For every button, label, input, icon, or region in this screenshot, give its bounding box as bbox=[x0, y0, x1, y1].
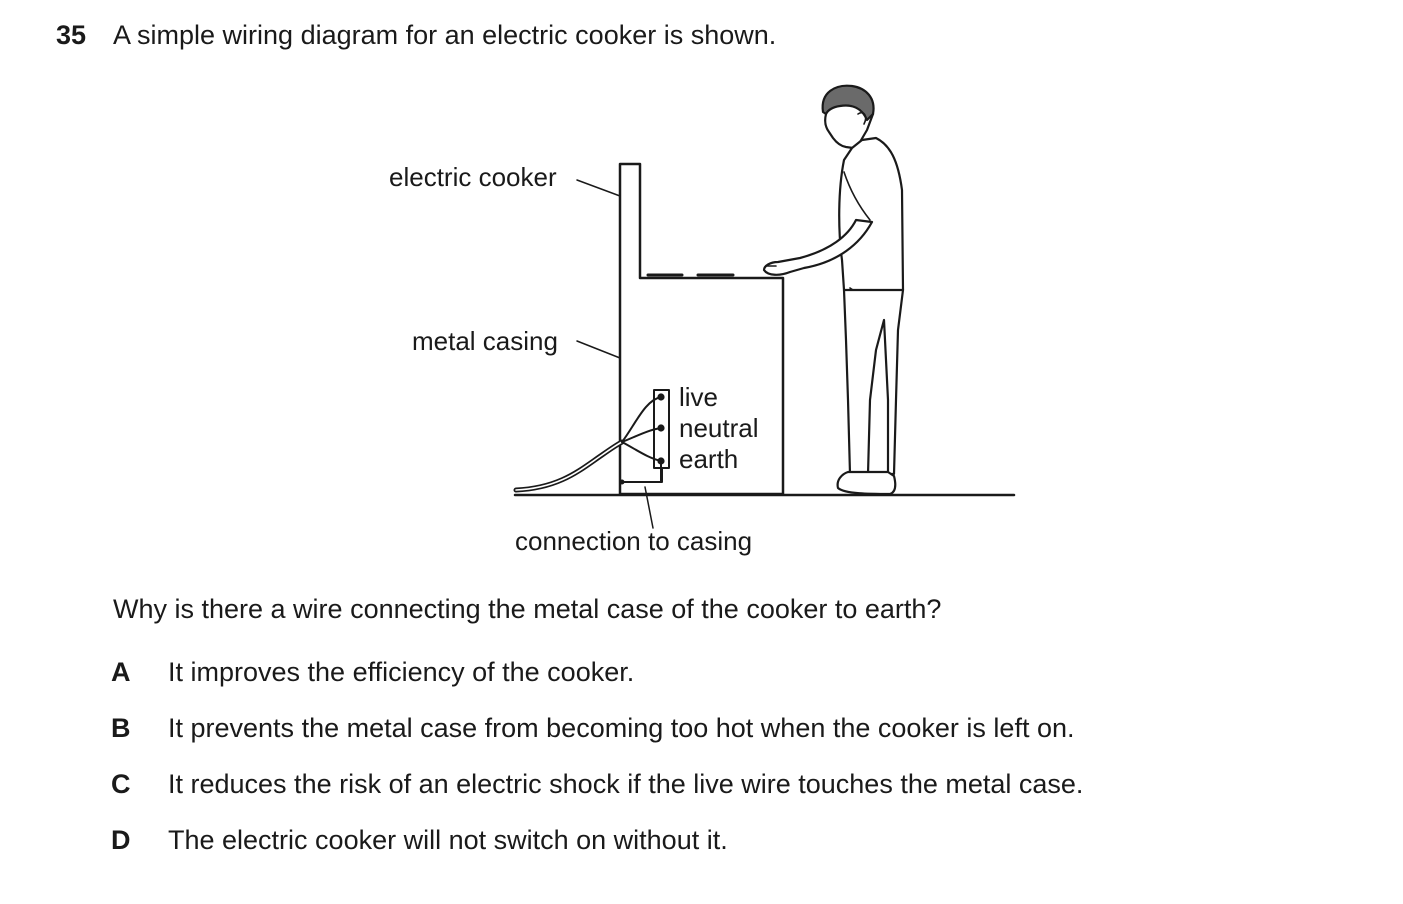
person-figure bbox=[762, 84, 905, 496]
person-legs bbox=[842, 288, 905, 476]
mains-cable bbox=[513, 439, 625, 493]
label-electric-cooker: electric cooker bbox=[389, 162, 557, 192]
live-terminal bbox=[657, 393, 665, 401]
option-text: It improves the efficiency of the cooker… bbox=[168, 657, 635, 687]
option-d[interactable]: D The electric cooker will not switch on … bbox=[111, 825, 728, 856]
person-hair bbox=[821, 84, 875, 122]
person-shoe bbox=[836, 470, 897, 496]
cooker-casing bbox=[618, 162, 785, 496]
option-letter: C bbox=[111, 769, 131, 799]
option-text: It reduces the risk of an electric shock… bbox=[168, 769, 1084, 799]
option-text: It prevents the metal case from becoming… bbox=[168, 713, 1075, 743]
live-wire bbox=[621, 396, 662, 443]
label-earth: earth bbox=[679, 444, 739, 474]
question-prompt: Why is there a wire connecting the metal… bbox=[113, 594, 942, 624]
label-connection-to-casing: connection to casing bbox=[515, 526, 753, 556]
earth-wire bbox=[621, 441, 662, 462]
option-letter: A bbox=[111, 657, 131, 687]
question-number: 35 bbox=[56, 20, 87, 50]
label-neutral: neutral bbox=[679, 413, 759, 443]
label-live: live bbox=[679, 382, 719, 412]
question-stem: A simple wiring diagram for an electric … bbox=[113, 20, 777, 50]
person-arm bbox=[762, 218, 874, 276]
option-a[interactable]: A It improves the efficiency of the cooke… bbox=[111, 657, 634, 688]
casing-connection bbox=[621, 467, 663, 483]
neutral-terminal bbox=[657, 424, 665, 432]
person-head bbox=[824, 112, 875, 150]
leader-electric-cooker bbox=[576, 179, 621, 197]
person-torso bbox=[838, 136, 905, 299]
option-b[interactable]: B It prevents the metal case from becomin… bbox=[111, 713, 1074, 744]
option-text: The electric cooker will not switch on w… bbox=[168, 825, 728, 855]
option-c[interactable]: C It reduces the risk of an electric shoc… bbox=[111, 769, 1083, 800]
label-metal-casing: metal casing bbox=[412, 326, 558, 356]
earth-terminal bbox=[657, 457, 665, 465]
option-letter: B bbox=[111, 713, 131, 743]
leader-connection bbox=[644, 486, 654, 529]
leader-metal-casing bbox=[576, 340, 621, 359]
option-letter: D bbox=[111, 825, 131, 855]
